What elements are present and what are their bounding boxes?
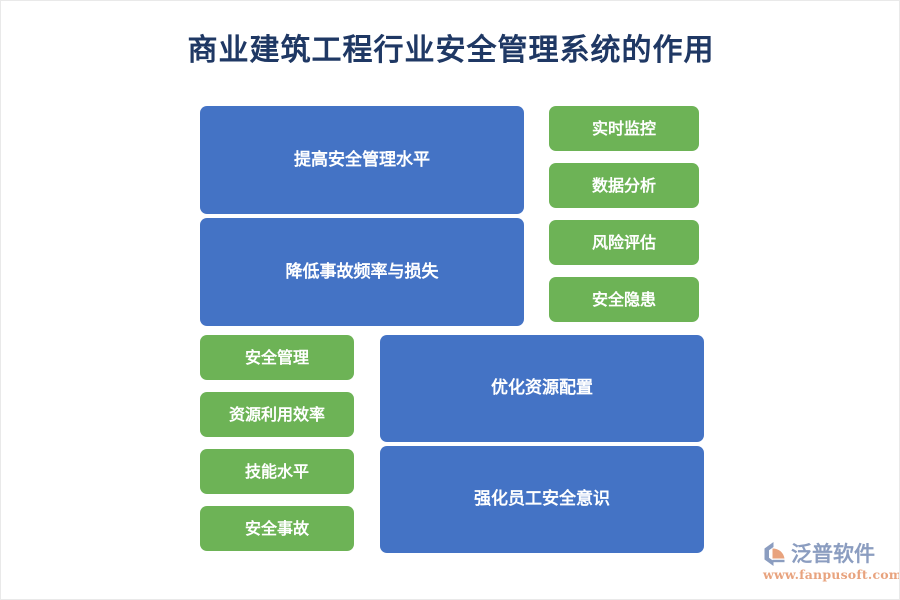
node-reduce-accident-rate[interactable]: 降低事故频率与损失 <box>200 218 524 326</box>
node-safety-management[interactable]: 安全管理 <box>200 335 354 380</box>
fanpu-logo-icon <box>759 540 789 568</box>
page-title: 商业建筑工程行业安全管理系统的作用 <box>187 33 715 68</box>
node-safety-hazard[interactable]: 安全隐患 <box>549 277 699 322</box>
node-realtime-monitoring[interactable]: 实时监控 <box>549 106 699 151</box>
brand-url: www.fanpusoft.com <box>763 567 900 582</box>
node-resource-utilization-efficiency[interactable]: 资源利用效率 <box>200 392 354 437</box>
node-data-analysis[interactable]: 数据分析 <box>549 163 699 208</box>
node-improve-safety-management[interactable]: 提高安全管理水平 <box>200 106 524 214</box>
logo-row: 泛普软件 <box>759 539 875 569</box>
node-optimize-resource-allocation[interactable]: 优化资源配置 <box>380 335 704 442</box>
node-skill-level[interactable]: 技能水平 <box>200 449 354 494</box>
brand-name: 泛普软件 <box>791 542 875 566</box>
node-risk-assessment[interactable]: 风险评估 <box>549 220 699 265</box>
watermark-logo: 泛普软件 www.fanpusoft.com <box>759 539 899 589</box>
node-strengthen-employee-safety-awareness[interactable]: 强化员工安全意识 <box>380 446 704 553</box>
node-safety-accident[interactable]: 安全事故 <box>200 506 354 551</box>
